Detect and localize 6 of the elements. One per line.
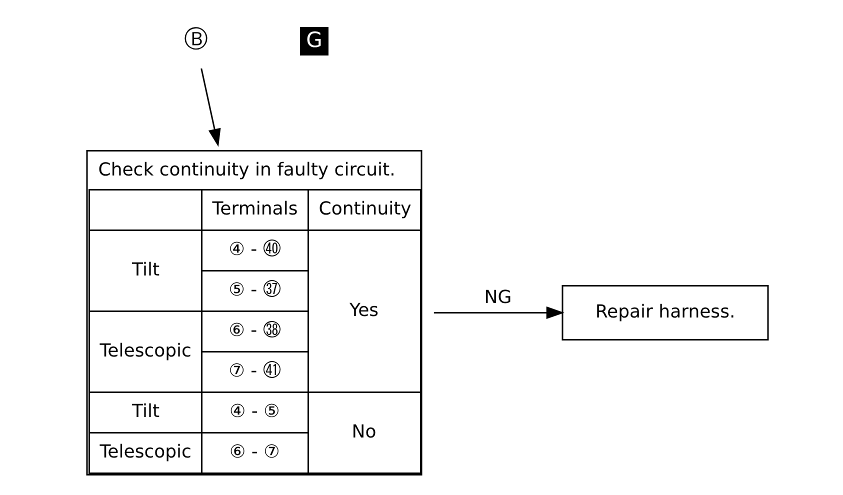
node-box: Repair harness. xyxy=(562,285,769,340)
label: G xyxy=(306,28,322,52)
node-text: Ⓑ xyxy=(184,24,208,53)
arrow xyxy=(200,68,221,147)
edge-label: NG xyxy=(484,287,512,308)
arrow xyxy=(434,306,564,320)
